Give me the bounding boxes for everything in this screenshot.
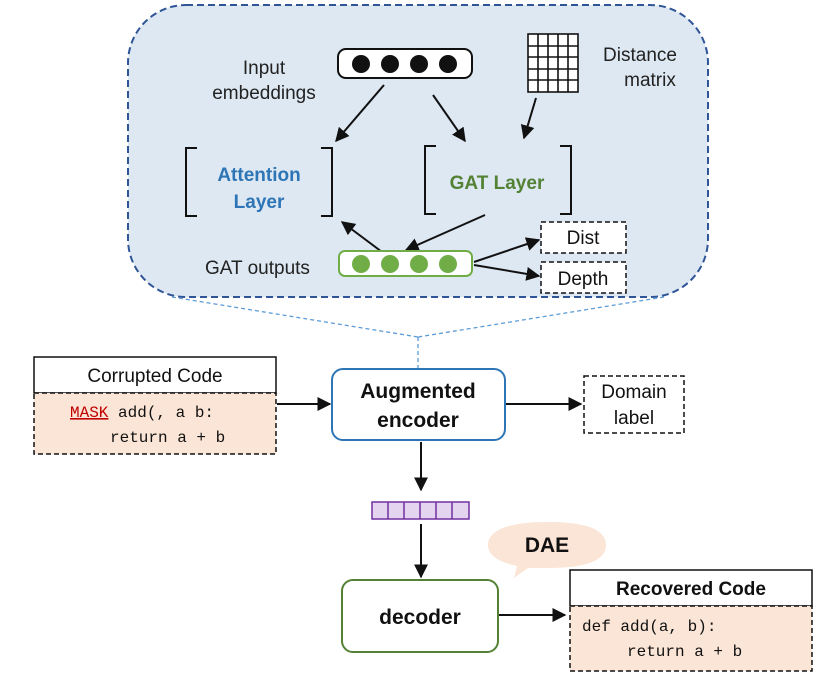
corrupted-code-line1-rest: add(, a b: (108, 404, 214, 422)
dae-label: DAE (525, 534, 569, 557)
domain-label-text-2: label (614, 408, 654, 429)
zoom-connector-lines (171, 296, 665, 369)
input-embedding-vector (337, 48, 473, 79)
depth-label: Depth (558, 269, 609, 290)
corrupted-code-line2: return a + b (110, 429, 225, 447)
augmented-encoder-label-2: encoder (377, 409, 459, 432)
recovered-code-line1: def add(a, b): (582, 618, 716, 636)
gat-layer-label: GAT Layer (450, 173, 545, 194)
input-embeddings-label: Input (243, 58, 286, 79)
dist-label: Dist (567, 228, 600, 249)
attention-layer-label: Attention (217, 165, 300, 186)
recovered-code-box (569, 569, 813, 672)
decoder-label: decoder (379, 606, 461, 629)
gat-layer-brackets (424, 145, 572, 215)
augmented-encoder-label: Augmented (360, 380, 476, 403)
corrupted-code-line1: MASK add(, a b: (70, 404, 214, 422)
distance-matrix-grid-icon (527, 33, 579, 93)
decoder-box (341, 579, 499, 653)
input-embeddings-label-2: embeddings (212, 83, 316, 104)
domain-label-text: Domain (601, 382, 666, 403)
domain-label-box (583, 375, 685, 434)
recovered-code-title: Recovered Code (616, 579, 766, 600)
distance-matrix-label-2: matrix (624, 70, 676, 91)
attention-layer-label-2: Layer (234, 192, 285, 213)
recovered-code-line2: return a + b (627, 643, 742, 661)
dae-bubble (488, 522, 606, 578)
gat-output-vector (338, 250, 473, 277)
corrupted-code-title: Corrupted Code (87, 366, 222, 387)
mask-token: MASK (70, 404, 109, 422)
latent-vector (371, 501, 470, 520)
attention-layer-brackets (185, 147, 333, 217)
corrupted-code-box (33, 356, 277, 455)
distance-matrix-label: Distance (603, 45, 677, 66)
dist-box (540, 221, 627, 254)
depth-box (540, 261, 627, 294)
gat-outputs-label: GAT outputs (205, 258, 310, 279)
augmented-encoder-box (331, 368, 506, 441)
